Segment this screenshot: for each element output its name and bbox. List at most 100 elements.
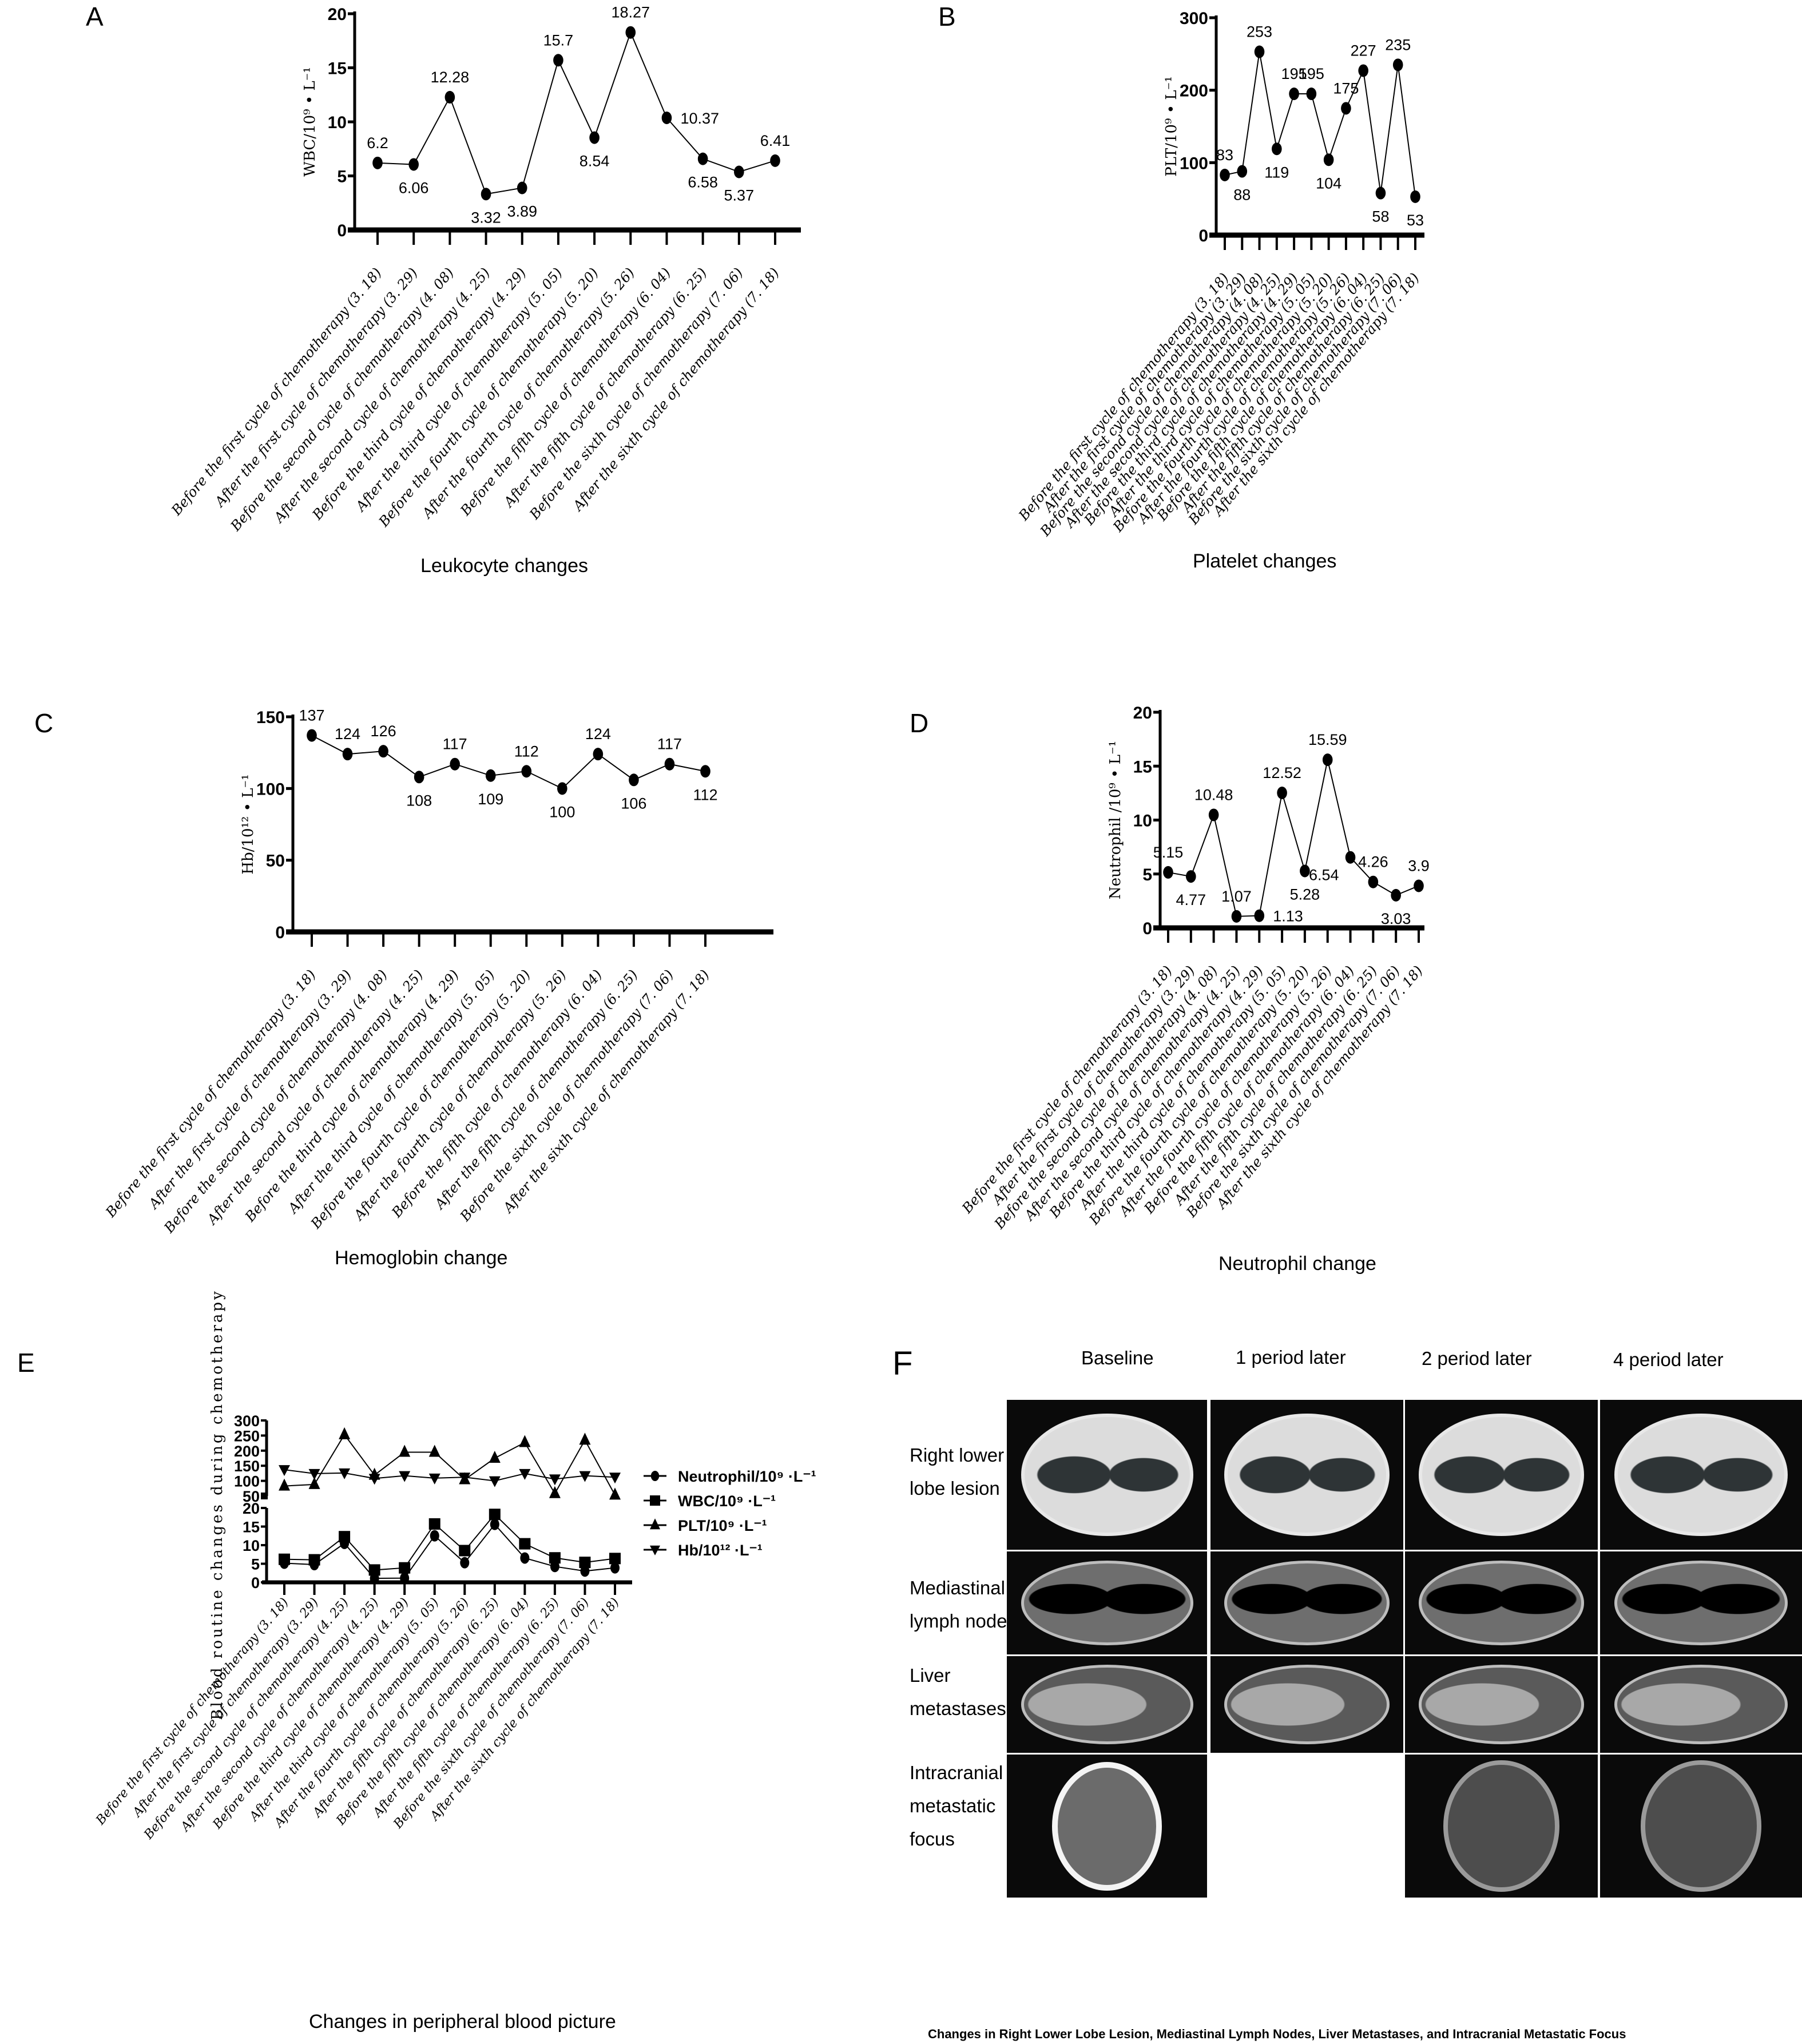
- data-point-circle: [490, 1518, 499, 1530]
- data-point-circle: [553, 54, 563, 67]
- data-label: 108: [406, 792, 432, 809]
- data-label: 12.52: [1263, 764, 1301, 781]
- data-label: 195: [1281, 65, 1307, 82]
- data-point-triangle-down: [519, 1468, 531, 1480]
- panel-letter-c: C: [34, 708, 54, 738]
- data-point-square: [650, 1495, 660, 1506]
- data-point-circle: [1323, 153, 1334, 166]
- data-point-triangle-up: [609, 1487, 621, 1500]
- scan-image-ct-liver: [1007, 1656, 1207, 1753]
- panel-letter-f: F: [892, 1345, 913, 1382]
- data-point-circle: [430, 1530, 439, 1542]
- data-point-circle: [1392, 58, 1403, 72]
- data-point-circle: [450, 757, 460, 771]
- data-label: 15.59: [1308, 731, 1347, 748]
- data-point-circle: [1345, 851, 1356, 864]
- data-label: 6.54: [1309, 867, 1339, 884]
- data-label: 15.7: [543, 31, 574, 49]
- data-label: 12.28: [431, 69, 470, 86]
- data-label: 117: [443, 736, 467, 753]
- scan-cross-section: [1224, 1413, 1390, 1537]
- scan-cross-section: [1418, 1561, 1585, 1645]
- data-label: 126: [371, 723, 396, 740]
- scan-image-ct-chest: [1210, 1400, 1403, 1550]
- data-point-circle: [593, 748, 604, 761]
- data-label: 10.37: [680, 110, 719, 127]
- scan-image-ct-brain: [1007, 1755, 1207, 1898]
- data-label: 5.15: [1153, 844, 1184, 861]
- data-point-circle: [610, 1562, 620, 1574]
- y-tick-label: 150: [256, 708, 285, 727]
- y-tick-label: 15: [328, 59, 347, 78]
- data-point-square: [579, 1557, 591, 1569]
- data-point-triangle-up: [279, 1478, 290, 1491]
- data-point-square: [549, 1552, 561, 1564]
- data-point-circle: [1322, 753, 1333, 767]
- caption-a: Leukocyte changes: [420, 555, 588, 577]
- legend-item: Hb/10¹² ·L⁻¹: [644, 1542, 763, 1559]
- data-point-triangle-down: [549, 1474, 561, 1486]
- y-tick-label: 5: [337, 168, 347, 186]
- scan-cross-section: [1640, 1760, 1762, 1892]
- data-label: 4.26: [1358, 854, 1388, 871]
- y-tick-label: 0: [251, 1574, 260, 1591]
- y-axis-label: WBC/10⁹ • L⁻¹: [301, 67, 319, 177]
- data-label: 112: [693, 786, 717, 803]
- data-point-triangle-up: [489, 1451, 501, 1463]
- data-point-circle: [1289, 88, 1299, 100]
- y-tick-label: 20: [1133, 704, 1152, 723]
- panel-letter-b: B: [938, 2, 956, 31]
- data-point-triangle-up: [428, 1444, 440, 1457]
- data-point-circle: [460, 1557, 470, 1569]
- data-label: 117: [657, 736, 682, 753]
- data-point-circle: [580, 1565, 590, 1577]
- scan-cross-section: [1614, 1561, 1788, 1645]
- data-label: 6.58: [688, 174, 718, 191]
- data-label: 100: [549, 803, 575, 820]
- y-tick-label: 50: [243, 1488, 260, 1505]
- column-header: Baseline: [1081, 1347, 1154, 1368]
- data-label: 227: [1351, 42, 1376, 59]
- legend-item: WBC/10⁹ ·L⁻¹: [644, 1493, 776, 1510]
- y-tick-label: 0: [337, 221, 347, 240]
- data-point-triangle-down: [579, 1471, 591, 1482]
- panel-letter-e: E: [17, 1348, 35, 1378]
- data-label: 235: [1385, 36, 1411, 53]
- data-point-circle: [485, 769, 496, 782]
- legend-label: PLT/10⁹ ·L⁻¹: [678, 1517, 767, 1534]
- data-point-circle: [520, 1552, 530, 1564]
- data-point-triangle-down: [308, 1468, 320, 1480]
- legend-item: Neutrophil/10⁹ ·L⁻¹: [644, 1468, 816, 1485]
- scan-cross-section: [1614, 1665, 1788, 1744]
- data-point-circle: [650, 1471, 660, 1481]
- scan-image-ct-chest: [1600, 1400, 1802, 1550]
- data-label: 112: [514, 743, 539, 760]
- data-point-triangle-up: [650, 1518, 660, 1530]
- series-line: [284, 1434, 616, 1495]
- data-point-square: [459, 1545, 471, 1557]
- series-line: [284, 1513, 616, 1571]
- data-point-circle: [481, 188, 491, 201]
- data-label: 18.27: [611, 4, 650, 21]
- scan-image-ct-mediastinum: [1600, 1551, 1802, 1654]
- data-point-circle: [517, 181, 527, 195]
- data-point-circle: [589, 131, 600, 144]
- data-point-circle: [1231, 910, 1242, 923]
- data-point-square: [609, 1553, 621, 1565]
- y-tick-label: 10: [1133, 812, 1152, 831]
- data-point-circle: [1410, 190, 1420, 203]
- y-tick-label: 100: [234, 1473, 260, 1490]
- series-line: [284, 1469, 616, 1482]
- data-label: 109: [478, 791, 503, 808]
- y-tick-label: 5: [251, 1556, 260, 1573]
- data-point-circle: [1237, 165, 1248, 178]
- y-axis-label: Blood routine changes during chemotherap…: [209, 1289, 226, 1720]
- data-point-circle: [1163, 866, 1173, 879]
- panel-letter-d: D: [910, 708, 929, 738]
- data-point-circle: [1254, 45, 1265, 58]
